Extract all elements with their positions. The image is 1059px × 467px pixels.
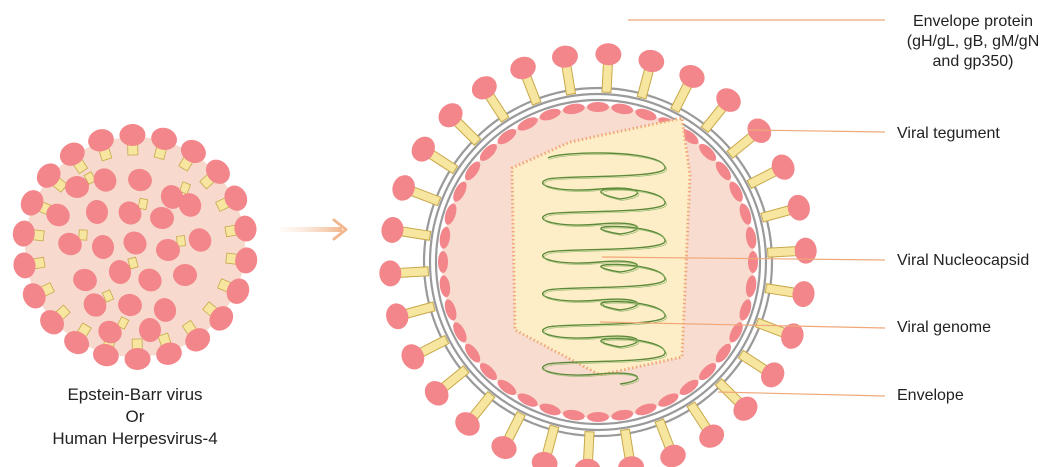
envelope-spike — [671, 61, 709, 113]
envelope-spike-stem — [761, 206, 790, 222]
large-virion-illustration — [379, 43, 818, 467]
envelope-spike — [636, 47, 667, 99]
envelope-protein-label-line1: Envelope protein — [893, 12, 1053, 32]
envelope-spike — [701, 83, 745, 132]
tegument-rim-oval — [438, 251, 448, 273]
envelope-spike — [727, 114, 776, 159]
envelope-spike-head — [574, 458, 601, 467]
envelope-spike-stem — [727, 134, 754, 159]
envelope-spike-stem — [738, 350, 766, 373]
small-surface-spike-stem — [79, 230, 88, 240]
envelope-spike-head — [657, 441, 689, 467]
envelope-spike-head — [675, 61, 708, 92]
envelope-spike-head — [791, 280, 817, 309]
envelope-spike-stem — [470, 392, 495, 419]
envelope-spike-stem — [671, 83, 692, 112]
envelope-spike — [761, 192, 813, 223]
envelope-spike-stem — [454, 119, 480, 145]
envelope-spike-stem — [687, 402, 710, 430]
envelope-spike — [655, 419, 689, 467]
envelope-spike — [738, 350, 789, 391]
envelope-spike — [595, 43, 622, 93]
envelope-spike-stem — [602, 64, 612, 92]
envelope-spike — [755, 318, 807, 352]
envelope-spike-stem — [755, 318, 784, 336]
envelope-spike — [407, 132, 458, 173]
envelope-spike-stem — [411, 187, 440, 205]
envelope-spike — [380, 215, 431, 244]
envelope-spike-head — [794, 237, 817, 264]
envelope-spike-head — [507, 53, 539, 83]
envelope-spike-stem — [406, 302, 435, 318]
envelope-spike-stem — [505, 412, 526, 441]
envelope-spike — [420, 366, 469, 411]
small-virion-illustration — [11, 124, 258, 371]
envelope-spike-head — [595, 43, 622, 66]
envelope-spike-stem — [400, 267, 428, 278]
envelope-spike — [397, 336, 449, 374]
caption-line-or: Or — [10, 406, 260, 428]
envelope-spike — [383, 301, 435, 332]
envelope-spike-stem — [701, 105, 726, 132]
envelope-spike — [687, 402, 728, 453]
tegument-rim-oval — [748, 251, 758, 273]
tegument-rim-oval — [587, 412, 609, 422]
envelope-spike-stem — [543, 425, 559, 454]
envelope-spike-stem — [420, 336, 449, 357]
envelope-spike-stem — [522, 76, 540, 105]
envelope-spike — [747, 151, 799, 189]
envelope-spike — [487, 412, 525, 464]
envelope-spike-head — [487, 432, 520, 463]
envelope-spike-head — [389, 172, 419, 204]
envelope-spike-stem — [637, 69, 653, 98]
envelope-spike — [529, 425, 560, 467]
transition-arrow — [280, 220, 346, 239]
virus-name-caption: Epstein-Barr virus Or Human Herpesvirus-… — [10, 384, 260, 450]
envelope-spike-stem — [767, 247, 795, 258]
envelope-spike-head — [550, 44, 579, 70]
envelope-spike-stem — [442, 366, 469, 391]
envelope-label: Envelope — [897, 386, 964, 406]
caption-line-alt-name: Human Herpesvirus-4 — [10, 428, 260, 450]
envelope-spike-head — [379, 260, 402, 287]
envelope-spike — [616, 429, 645, 467]
envelope-spike-head — [767, 151, 798, 184]
envelope-spike-stem — [747, 168, 776, 189]
envelope-spike-head — [636, 47, 667, 75]
envelope-spike-stem — [486, 94, 509, 122]
envelope-spike-head — [380, 215, 406, 244]
envelope-spike — [507, 53, 541, 105]
envelope-spike — [765, 280, 816, 309]
envelope-spike-stem — [584, 432, 594, 460]
viral-tegument-label: Viral tegument — [897, 124, 1000, 144]
envelope-protein-label-line2: (gH/gL, gB, gM/gN — [893, 32, 1053, 52]
envelope-spike-head — [785, 192, 813, 223]
envelope-spike — [389, 172, 441, 206]
envelope-spike-stem — [429, 151, 457, 174]
envelope-spike — [434, 98, 481, 145]
envelope-protein-label-line3: and gp350) — [893, 52, 1053, 72]
small-surface-spike-head — [65, 176, 89, 198]
envelope-spike — [467, 72, 508, 123]
envelope-spike-stem — [655, 419, 673, 448]
envelope-protein-label: Envelope protein (gH/gL, gB, gM/gN and g… — [893, 12, 1053, 72]
caption-line-virus-name: Epstein-Barr virus — [10, 384, 260, 406]
envelope-spike-head — [397, 340, 428, 373]
envelope-spike-head — [777, 320, 807, 352]
envelope-spike — [379, 260, 429, 287]
tegument-rim-oval — [587, 102, 609, 112]
viral-genome-label: Viral genome — [897, 318, 991, 338]
viral-nucleocapsid-label: Viral Nucleocapsid — [897, 251, 1029, 271]
envelope-spike — [715, 379, 762, 426]
envelope-spike — [550, 44, 579, 95]
envelope-spike — [450, 392, 494, 441]
envelope-spike — [767, 237, 817, 264]
envelope-spike-head — [383, 301, 411, 332]
leader-envelope — [718, 392, 885, 396]
